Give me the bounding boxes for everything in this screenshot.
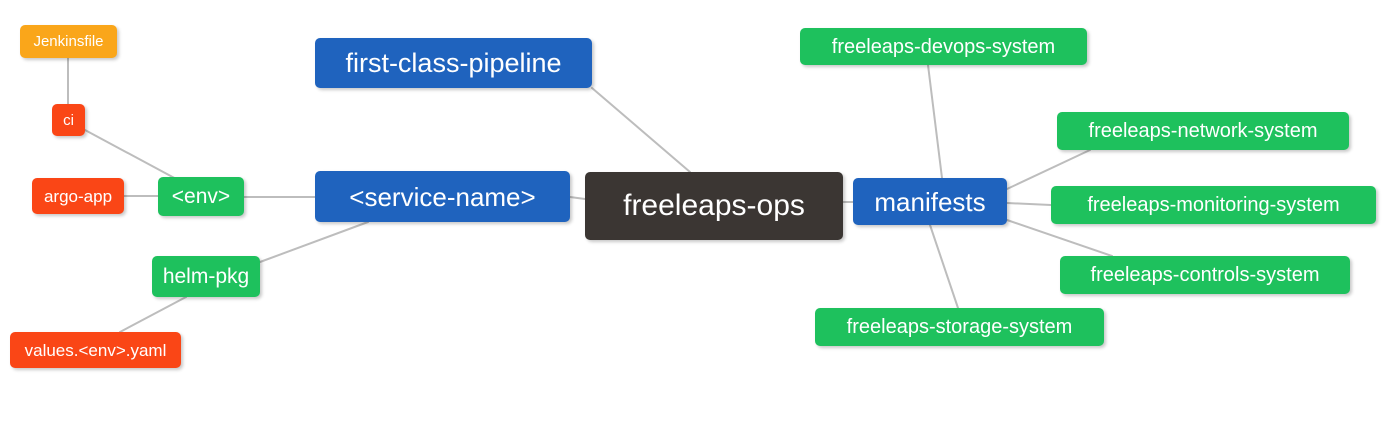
node-jenkinsfile[interactable]: Jenkinsfile: [20, 25, 117, 58]
node-ci[interactable]: ci: [52, 104, 85, 136]
node-label-argo-app: argo-app: [43, 186, 113, 206]
edge-freeleaps-ops-to-first-class-pipeline: [591, 87, 691, 173]
node-freeleaps-controls-system[interactable]: freeleaps-controls-system: [1060, 256, 1350, 294]
node-label-manifests: manifests: [874, 186, 986, 217]
node-freeleaps-devops-system[interactable]: freeleaps-devops-system: [800, 28, 1087, 65]
node-freeleaps-monitoring-system[interactable]: freeleaps-monitoring-system: [1051, 186, 1376, 224]
node-freeleaps-storage-system[interactable]: freeleaps-storage-system: [815, 308, 1104, 346]
node-argo-app[interactable]: argo-app: [32, 178, 124, 214]
node-label-helm-pkg: helm-pkg: [162, 265, 250, 288]
node-label-freeleaps-network-system: freeleaps-network-system: [1088, 120, 1318, 142]
node-label-values-env-yaml: values.<env>.yaml: [24, 340, 167, 360]
edge-service-name-to-helm-pkg: [259, 221, 369, 263]
edge-manifests-to-freeleaps-devops-system: [927, 64, 943, 179]
node-label-jenkinsfile: Jenkinsfile: [33, 33, 104, 50]
node-label-first-class-pipeline: first-class-pipeline: [345, 47, 562, 78]
node-service-name[interactable]: <service-name>: [315, 171, 570, 222]
node-helm-pkg[interactable]: helm-pkg: [152, 256, 260, 297]
node-label-ci: ci: [63, 111, 74, 129]
node-label-freeleaps-storage-system: freeleaps-storage-system: [846, 316, 1073, 338]
edge-helm-pkg-to-values-env-yaml: [119, 296, 187, 333]
node-first-class-pipeline[interactable]: first-class-pipeline: [315, 38, 592, 88]
node-label-freeleaps-devops-system: freeleaps-devops-system: [831, 35, 1056, 58]
node-label-service-name: <service-name>: [349, 181, 536, 212]
node-label-env: <env>: [171, 185, 231, 208]
node-label-freeleaps-controls-system: freeleaps-controls-system: [1090, 264, 1320, 286]
node-freeleaps-network-system[interactable]: freeleaps-network-system: [1057, 112, 1349, 150]
node-env[interactable]: <env>: [158, 177, 244, 216]
edge-manifests-to-freeleaps-storage-system: [929, 224, 959, 309]
node-manifests[interactable]: manifests: [853, 178, 1007, 225]
edge-env-to-ci: [84, 129, 181, 182]
edge-manifests-to-freeleaps-network-system: [1006, 149, 1091, 190]
node-label-freeleaps-monitoring-system: freeleaps-monitoring-system: [1087, 194, 1340, 216]
node-values-env-yaml[interactable]: values.<env>.yaml: [10, 332, 181, 368]
node-freeleaps-ops[interactable]: freeleaps-ops: [585, 172, 843, 240]
node-label-freeleaps-ops: freeleaps-ops: [623, 189, 805, 222]
edge-freeleaps-ops-to-service-name: [569, 196, 586, 200]
edge-manifests-to-freeleaps-controls-system: [1006, 219, 1113, 257]
edge-manifests-to-freeleaps-monitoring-system: [1006, 202, 1052, 206]
